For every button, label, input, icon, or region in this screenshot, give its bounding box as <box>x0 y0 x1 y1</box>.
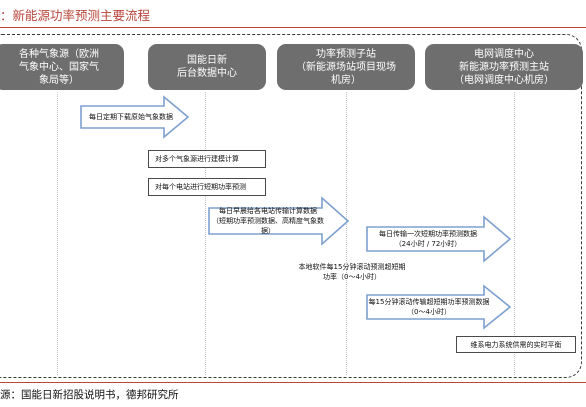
step-box-short-term-forecast: 对每个电站进行短期功率预测 <box>148 178 266 196</box>
step-label-rolling-ultra-short: 每15分钟滚动传输超短期功率预测数据 （0～4小时） <box>368 298 490 316</box>
step-label-transmit-data: 每日早晨给各电站传输计算数据 （短期功率预测数据、高精度气象数据） <box>212 207 324 235</box>
step-arrow-transmit-data <box>208 196 350 246</box>
step-text-local-ultra-short: 本地软件每15分钟滚动预测超短期 功率（0～4小时） <box>298 263 406 281</box>
diagram-frame <box>0 34 582 378</box>
step-box-realtime-balance: 维系电力系统供需的实时平衡 <box>456 336 576 353</box>
title-divider <box>0 27 586 28</box>
step-arrow-download-weather <box>80 95 190 139</box>
step-arrow-daily-short-term <box>366 215 512 263</box>
lifeline-forecast-substation <box>346 92 347 375</box>
header-data-center: 国能日新 后台数据中心 <box>148 44 266 90</box>
lifeline-grid-dispatch-center <box>514 92 515 375</box>
header-weather-sources: 各种气象源（欧洲 气象中心、国家气 象局等） <box>0 44 124 90</box>
step-box-modeling: 对多个气象源进行建模计算 <box>148 150 266 168</box>
header-grid-dispatch-center: 电网调度中心 新能源功率预测主站 （电网调度中心机房） <box>425 44 583 90</box>
header-forecast-substation: 功率预测子站 （新能源场站项目现场 机房） <box>277 44 415 90</box>
figure-source: 源：国能日新招股说明书，德邦研究所 <box>0 389 179 401</box>
source-divider <box>0 382 586 383</box>
step-label-daily-short-term: 每日传输一次短期功率预测数据 （24小时 / 72小时） <box>379 230 477 248</box>
step-label-download-weather: 每日定期下载原始气象数据 <box>89 113 173 121</box>
figure-title: ：新能源功率预测主要流程 <box>0 8 151 23</box>
step-arrow-rolling-ultra-short <box>366 284 512 330</box>
lifeline-weather-sources <box>57 92 58 375</box>
lifeline-data-center <box>205 92 206 375</box>
